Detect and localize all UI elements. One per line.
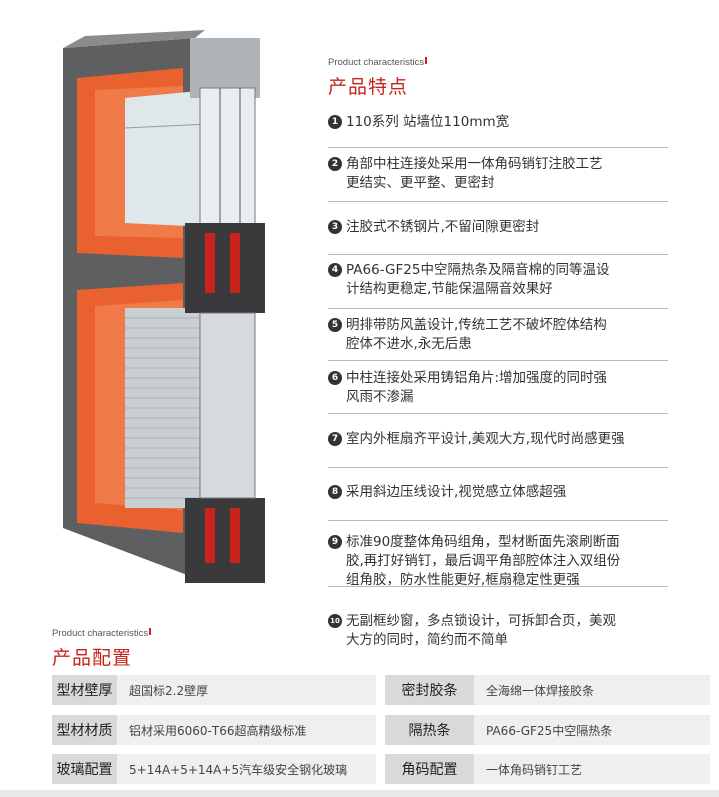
divider bbox=[328, 201, 668, 202]
feature-text: 角部中柱连接处采用一体角码销钉注胶工艺更结实、更平整、更密封 bbox=[346, 155, 603, 193]
divider bbox=[328, 360, 668, 361]
characteristics-subtitle: Product characteristics bbox=[328, 57, 428, 68]
feature-line: 采用斜边压线设计,视觉感立体感超强 bbox=[346, 484, 567, 500]
feature-line: 腔体不进水,永无后患 bbox=[346, 336, 472, 352]
feature-line: 大方的同时，简约而不简单 bbox=[346, 632, 508, 648]
feature-line: 中柱连接处采用铸铝角片:增加强度的同时强 bbox=[346, 370, 608, 386]
feature-text: PA66-GF25中空隔热条及隔音棉的同等温设计结构更稳定,节能保温隔音效果好 bbox=[346, 261, 609, 299]
feature-item: 5 明排带防风盖设计,传统工艺不破坏腔体结构腔体不进水,永无后患 bbox=[328, 316, 668, 354]
feature-line: 标准90度整体角码组角，型材断面先滚刷断面 bbox=[346, 534, 620, 550]
config-row: 型材材质铝材采用6060-T66超高精级标准 bbox=[52, 715, 376, 745]
config-row: 密封胶条全海绵一体焊接胶条 bbox=[385, 675, 710, 705]
divider bbox=[328, 467, 668, 468]
number-badge: 8 bbox=[328, 485, 342, 499]
feature-item: 4 PA66-GF25中空隔热条及隔音棉的同等温设计结构更稳定,节能保温隔音效果好 bbox=[328, 261, 668, 299]
config-value: 全海绵一体焊接胶条 bbox=[474, 675, 710, 705]
number-badge: 9 bbox=[328, 535, 342, 549]
number-badge: 5 bbox=[328, 318, 342, 332]
feature-item: 2 角部中柱连接处采用一体角码销钉注胶工艺更结实、更平整、更密封 bbox=[328, 155, 668, 193]
number-badge: 2 bbox=[328, 157, 342, 171]
config-label: 角码配置 bbox=[385, 754, 474, 784]
feature-item: 9 标准90度整体角码组角，型材断面先滚刷断面胶,再打好销钉，最后调平角部腔体注入… bbox=[328, 533, 668, 590]
feature-line: 风雨不渗漏 bbox=[346, 389, 414, 405]
divider bbox=[328, 254, 668, 255]
feature-item: 7 室内外框扇齐平设计,美观大方,现代时尚感更强 bbox=[328, 430, 668, 449]
feature-item: 1 110系列 站墙位110mm宽 bbox=[328, 113, 668, 132]
divider bbox=[328, 586, 668, 587]
feature-text: 注胶式不锈钢片,不留间隙更密封 bbox=[346, 218, 539, 237]
number-badge: 6 bbox=[328, 371, 342, 385]
number-badge: 10 bbox=[328, 614, 342, 628]
feature-item: 10 无副框纱窗，多点锁设计，可拆卸合页，美观大方的同时，简约而不简单 bbox=[328, 612, 668, 650]
config-label: 型材材质 bbox=[52, 715, 117, 745]
config-row: 角码配置一体角码销钉工艺 bbox=[385, 754, 710, 784]
config-label: 型材壁厚 bbox=[52, 675, 117, 705]
number-badge: 7 bbox=[328, 432, 342, 446]
config-label: 玻璃配置 bbox=[52, 754, 117, 784]
feature-line: 角部中柱连接处采用一体角码销钉注胶工艺 bbox=[346, 156, 603, 172]
feature-text: 标准90度整体角码组角，型材断面先滚刷断面胶,再打好销钉，最后调平角部腔体注入双… bbox=[346, 533, 620, 590]
feature-item: 8 采用斜边压线设计,视觉感立体感超强 bbox=[328, 483, 668, 502]
number-badge: 4 bbox=[328, 263, 342, 277]
feature-line: 明排带防风盖设计,传统工艺不破坏腔体结构 bbox=[346, 317, 607, 333]
feature-item: 6 中柱连接处采用铸铝角片:增加强度的同时强风雨不渗漏 bbox=[328, 369, 668, 407]
divider bbox=[328, 308, 668, 309]
bottom-bar bbox=[0, 790, 719, 797]
config-row: 型材壁厚超国标2.2壁厚 bbox=[52, 675, 376, 705]
config-label: 隔热条 bbox=[385, 715, 474, 745]
feature-line: 无副框纱窗，多点锁设计，可拆卸合页，美观 bbox=[346, 613, 616, 629]
feature-text: 无副框纱窗，多点锁设计，可拆卸合页，美观大方的同时，简约而不简单 bbox=[346, 612, 616, 650]
config-value: 超国标2.2壁厚 bbox=[117, 675, 376, 705]
config-value: 一体角码销钉工艺 bbox=[474, 754, 710, 784]
feature-line: PA66-GF25中空隔热条及隔音棉的同等温设 bbox=[346, 262, 610, 278]
feature-line: 室内外框扇齐平设计,美观大方,现代时尚感更强 bbox=[346, 431, 625, 447]
config-value: 5+14A+5+14A+5汽车级安全钢化玻璃 bbox=[117, 754, 376, 784]
feature-line: 组角胶，防水性能更好,框扇稳定性更强 bbox=[346, 572, 580, 588]
divider bbox=[328, 520, 668, 521]
configuration-title: 产品配置 bbox=[52, 647, 133, 669]
feature-text: 采用斜边压线设计,视觉感立体感超强 bbox=[346, 483, 566, 502]
config-label: 密封胶条 bbox=[385, 675, 474, 705]
feature-line: 胶,再打好销钉，最后调平角部腔体注入双组份 bbox=[346, 553, 621, 569]
divider bbox=[328, 147, 668, 148]
window-profile-illustration bbox=[63, 30, 265, 583]
feature-item: 3 注胶式不锈钢片,不留间隙更密封 bbox=[328, 218, 668, 237]
feature-line: 更结实、更平整、更密封 bbox=[346, 175, 495, 191]
feature-text: 室内外框扇齐平设计,美观大方,现代时尚感更强 bbox=[346, 430, 625, 449]
feature-line: 计结构更稳定,节能保温隔音效果好 bbox=[346, 281, 553, 297]
feature-text: 明排带防风盖设计,传统工艺不破坏腔体结构腔体不进水,永无后患 bbox=[346, 316, 607, 354]
feature-text: 110系列 站墙位110mm宽 bbox=[346, 113, 509, 132]
number-badge: 3 bbox=[328, 220, 342, 234]
config-value: PA66-GF25中空隔热条 bbox=[474, 715, 710, 745]
feature-text: 中柱连接处采用铸铝角片:增加强度的同时强风雨不渗漏 bbox=[346, 369, 607, 407]
feature-line: 110系列 站墙位110mm宽 bbox=[346, 114, 510, 130]
config-value: 铝材采用6060-T66超高精级标准 bbox=[117, 715, 376, 745]
characteristics-title: 产品特点 bbox=[328, 76, 409, 98]
divider bbox=[328, 413, 668, 414]
number-badge: 1 bbox=[328, 115, 342, 129]
configuration-subtitle: Product characteristics bbox=[52, 628, 152, 639]
feature-line: 注胶式不锈钢片,不留间隙更密封 bbox=[346, 219, 540, 235]
